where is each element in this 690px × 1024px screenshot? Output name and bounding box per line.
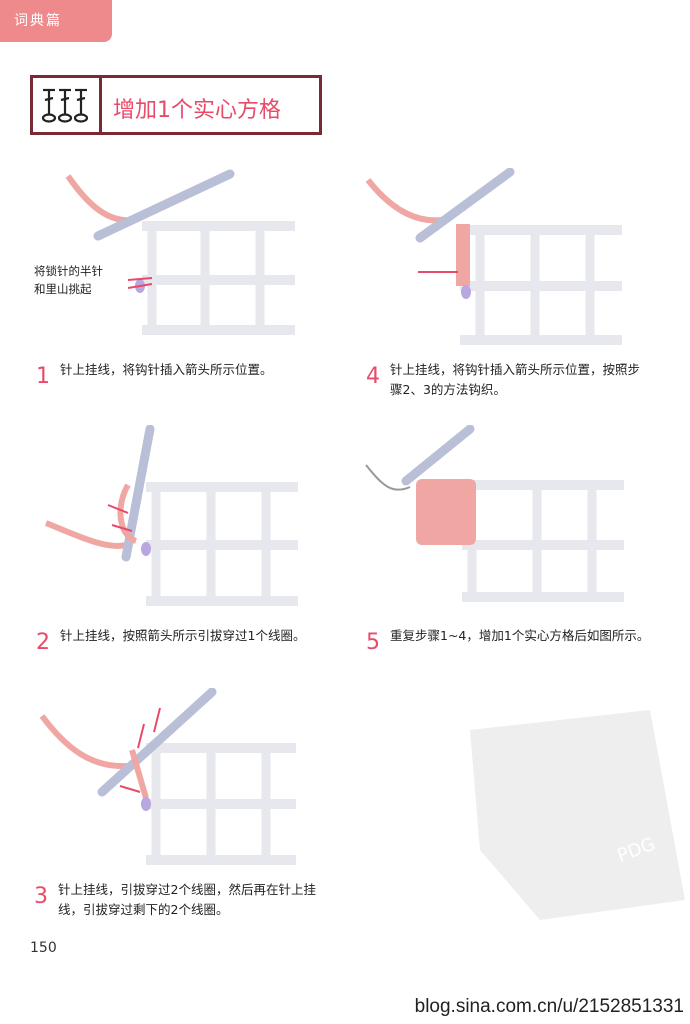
step-3-line-2: 线，引拔穿过剩下的2个线圈。: [58, 902, 229, 917]
step-3-number: 3: [34, 884, 48, 909]
step-5-number: 5: [366, 630, 380, 655]
step-4-text: 针上挂线，将钩针插入箭头所示位置，按照步 骤2、3的方法钩织。: [390, 360, 670, 400]
note-line-2: 和里山挑起: [34, 282, 92, 296]
step-3-diagram: [36, 687, 306, 877]
step-3-text: 针上挂线，引拔穿过2个线圈，然后再在针上挂 线，引拔穿过剩下的2个线圈。: [58, 880, 358, 920]
step-5-diagram: [362, 424, 632, 619]
step-4-number: 4: [366, 364, 380, 389]
step-4-line-1: 针上挂线，将钩针插入箭头所示位置，按照步: [390, 362, 641, 377]
step-1-number: 1: [36, 364, 50, 389]
title-box: 增加1个实心方格: [30, 75, 322, 135]
step-2-number: 2: [36, 630, 50, 655]
note-line-1: 将锁针的半针: [34, 264, 103, 278]
step-3-line-1: 针上挂线，引拔穿过2个线圈，然后再在针上挂: [58, 882, 316, 897]
step-1-diagram: [30, 168, 300, 352]
step-2-text: 针上挂线，按照箭头所示引拔穿过1个线圈。: [60, 628, 306, 643]
step-1-text: 针上挂线，将钩针插入箭头所示位置。: [60, 362, 273, 377]
step-4-diagram: [360, 167, 630, 352]
step-4-line-2: 骤2、3的方法钩织。: [390, 382, 506, 397]
section-tab: 词典篇: [0, 0, 112, 42]
page-number: 150: [30, 940, 57, 956]
site-url: blog.sina.com.cn/u/2152851331: [414, 996, 684, 1017]
page-title: 增加1个实心方格: [113, 98, 281, 123]
crochet-symbol-icon: [33, 78, 102, 132]
step-5-text: 重复步骤1~4，增加1个实心方格后如图所示。: [390, 628, 650, 643]
step-2-diagram: [36, 424, 306, 619]
seal-watermark: PDG: [460, 700, 690, 930]
section-label: 词典篇: [14, 13, 62, 29]
step-1-note: 将锁针的半针 和里山挑起: [34, 262, 134, 298]
